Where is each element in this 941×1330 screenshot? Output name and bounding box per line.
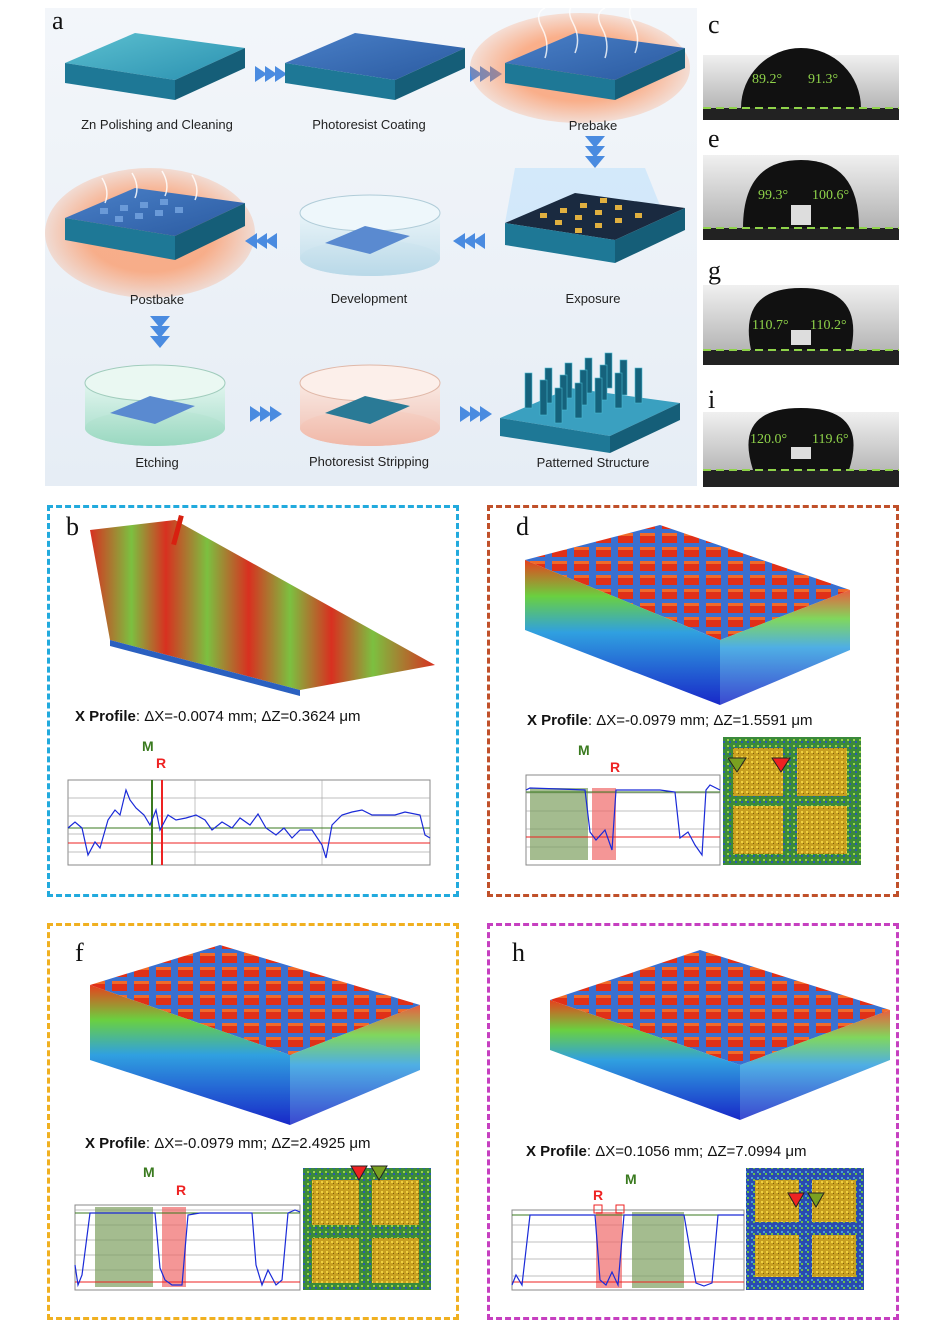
- surface-h: [550, 950, 890, 1120]
- marker-m-b: M: [142, 738, 154, 754]
- surface-b: [90, 514, 435, 696]
- contact-angle-e-left: 99.3°: [758, 188, 789, 203]
- panel-letter-i: i: [708, 385, 716, 414]
- panel-letter-f: f: [75, 938, 84, 967]
- panel-letter-h: h: [512, 938, 525, 967]
- contact-angle-g-left: 110.7°: [752, 318, 789, 333]
- surface-d: [525, 525, 850, 705]
- step-label-development: Development: [330, 291, 408, 306]
- panel-letter-a: a: [52, 6, 64, 35]
- profile-chart-f: [74, 1165, 431, 1291]
- step-photoresist-stripping-icon: [299, 364, 441, 446]
- arrow-right-icon: [460, 406, 492, 422]
- step-label-postbake: Postbake: [129, 292, 185, 307]
- contact-angle-images: [703, 48, 899, 487]
- panel-letter-e: e: [708, 124, 720, 153]
- process-illustrations: [45, 8, 690, 453]
- droplet-e: [703, 155, 899, 240]
- profile-caption-d: X Profile: ΔX=-0.0979 mm; ΔZ=1.5591 μm: [527, 712, 813, 729]
- contact-angle-c-right: 91.3°: [808, 72, 839, 87]
- panel-f-frame: [47, 923, 459, 1320]
- contact-angle-i-right: 119.6°: [812, 432, 849, 447]
- panel-b-frame: [47, 505, 459, 897]
- panel-letter-g: g: [708, 256, 721, 285]
- panel-letter-d: d: [516, 512, 529, 541]
- panel-letter-b: b: [66, 512, 79, 541]
- marker-m-d: M: [578, 742, 590, 758]
- contact-angle-g-right: 110.2°: [810, 318, 847, 333]
- step-label-photoresist-stripping: Photoresist Stripping: [309, 454, 429, 469]
- step-photoresist-coating-icon: [285, 33, 465, 100]
- step-exposure-icon: [505, 168, 685, 263]
- marker-r-f: R: [176, 1182, 187, 1198]
- step-label-photoresist-coating: Photoresist Coating: [312, 117, 426, 132]
- step-etching-icon: [84, 364, 226, 446]
- marker-m-h: M: [625, 1171, 637, 1187]
- arrow-right-icon: [250, 406, 282, 422]
- profile-chart-b: [67, 779, 431, 866]
- step-prebake-icon: [470, 8, 690, 123]
- droplet-i: [703, 408, 899, 487]
- arrow-down-icon: [150, 316, 170, 348]
- profile-chart-d: [525, 737, 861, 866]
- marker-r-h: R: [593, 1187, 604, 1203]
- step-label-patterned-structure: Patterned Structure: [536, 455, 650, 470]
- droplet-g: [703, 285, 899, 365]
- marker-m-f: M: [143, 1164, 155, 1180]
- profile-caption-b: X Profile: ΔX=-0.0074 mm; ΔZ=0.3624 μm: [75, 708, 361, 725]
- panel-d-frame: [487, 505, 899, 897]
- step-label-prebake: Prebake: [568, 118, 618, 133]
- contact-angle-e-right: 100.6°: [812, 188, 850, 203]
- surface-f: [90, 945, 420, 1125]
- marker-r-d: R: [610, 759, 621, 775]
- profile-chart-h: [511, 1168, 864, 1291]
- step-postbake-icon: [45, 168, 255, 298]
- contact-angle-i-left: 120.0°: [750, 432, 788, 447]
- marker-r-b: R: [156, 755, 167, 771]
- step-label-exposure: Exposure: [565, 291, 621, 306]
- step-label-etching: Etching: [135, 455, 179, 470]
- arrow-left-icon: [245, 233, 277, 249]
- contact-angle-c-left: 89.2°: [752, 72, 783, 87]
- droplet-c: [703, 48, 899, 120]
- profile-caption-h: X Profile: ΔX=0.1056 mm; ΔZ=7.0994 μm: [526, 1143, 807, 1160]
- panel-letter-c: c: [708, 10, 720, 39]
- step-development-icon: [299, 194, 441, 276]
- step-zn-polishing-icon: [65, 33, 245, 100]
- step-label-zn-polishing: Zn Polishing and Cleaning: [81, 117, 233, 132]
- panel-h-frame: [487, 923, 899, 1320]
- arrow-left-icon: [453, 233, 485, 249]
- arrow-right-icon: [255, 66, 287, 82]
- step-patterned-structure-icon: [500, 352, 680, 453]
- arrow-down-icon: [585, 136, 605, 168]
- profile-caption-f: X Profile: ΔX=-0.0979 mm; ΔZ=2.4925 μm: [85, 1135, 371, 1152]
